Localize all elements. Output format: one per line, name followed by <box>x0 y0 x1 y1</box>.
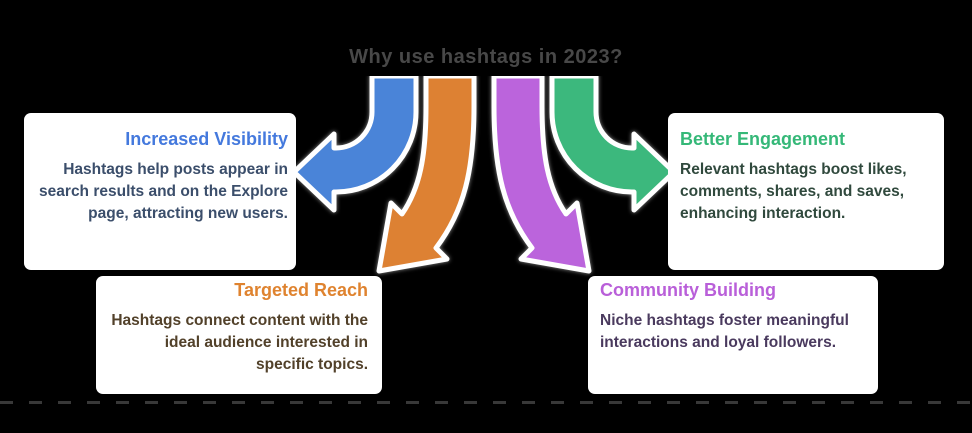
section-body-better-engagement: Relevant hashtags boost likes, comments,… <box>680 161 907 222</box>
section-body-increased-visibility: Hashtags help posts appear in search res… <box>39 161 288 222</box>
section-heading-community-building: Community Building <box>600 280 776 300</box>
section-heading-better-engagement: Better Engagement <box>680 129 846 149</box>
bottom-dashed-divider <box>0 401 972 404</box>
section-better-engagement: Better Engagement Relevant hashtags boos… <box>668 113 944 270</box>
green-curved-right-arrow <box>549 76 676 213</box>
section-heading-increased-visibility: Increased Visibility <box>125 129 288 149</box>
section-targeted-reach: Targeted Reach Hashtags connect content … <box>96 276 382 394</box>
purple-curved-down-right-arrow <box>491 76 592 274</box>
section-increased-visibility: Increased Visibility Hashtags help posts… <box>24 113 296 270</box>
hashtag-benefits-arrows <box>294 76 676 274</box>
section-heading-targeted-reach: Targeted Reach <box>234 280 368 300</box>
section-community-building: Community Building Niche hashtags foster… <box>588 276 878 394</box>
section-body-targeted-reach: Hashtags connect content with the ideal … <box>111 312 368 373</box>
blue-curved-left-arrow <box>294 76 419 213</box>
page-title: Why use hashtags in 2023? <box>349 46 623 68</box>
orange-curved-down-left-arrow <box>376 76 477 274</box>
section-body-community-building: Niche hashtags foster meaningful interac… <box>600 312 849 351</box>
